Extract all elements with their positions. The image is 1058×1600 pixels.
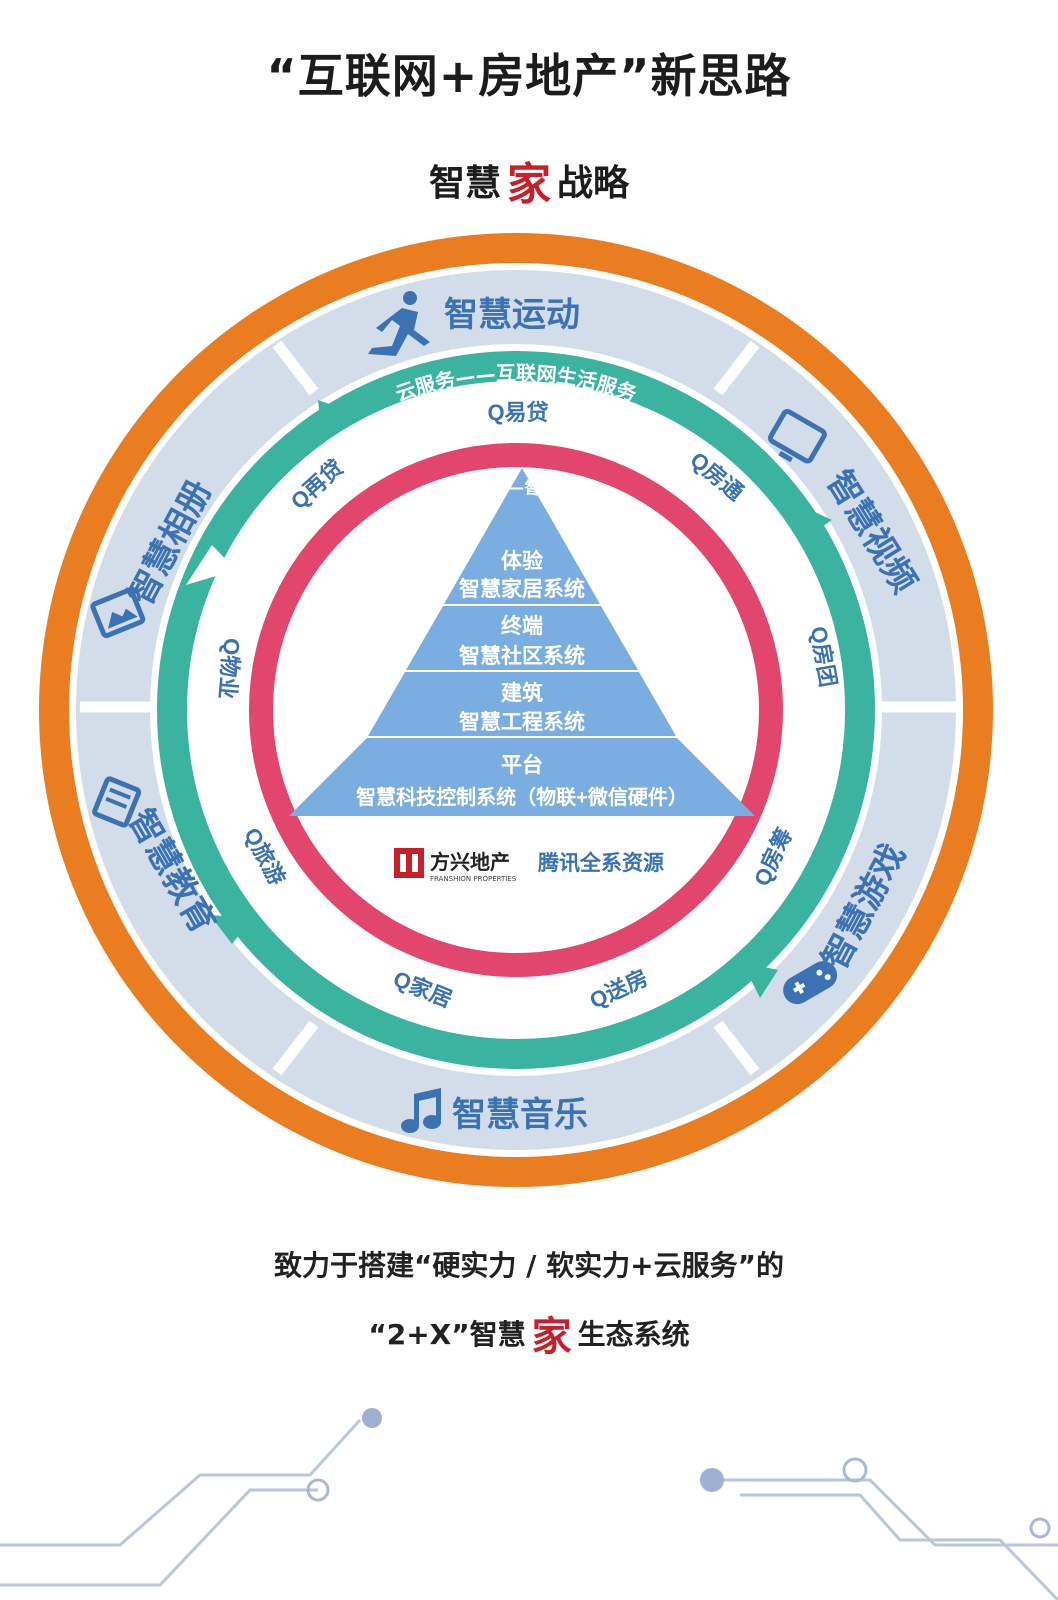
pyramid-tier-2 (406, 606, 638, 670)
photo-icon (90, 587, 146, 639)
ring-arrows (186, 400, 832, 998)
subtitle-prefix: 智慧 (428, 163, 501, 204)
logo-english: FRANSHION PROPERTIES (430, 875, 517, 883)
pyramid-tier-2-title: 终端 (501, 614, 543, 638)
logo-name: 方兴地产 (430, 850, 510, 874)
circuit-decoration (0, 1408, 1058, 1600)
book-icon (92, 776, 142, 828)
footer-suffix: 生态系统 (577, 1318, 690, 1351)
segment-music: 智慧音乐 (452, 1096, 588, 1134)
music-note-icon (401, 1088, 441, 1133)
strategy-subtitle: 智慧 家 战略 (0, 148, 1058, 212)
footer-line-1: 致力于搭建“硬实力 / 软实力+云服务”的 (274, 1249, 784, 1282)
franshion-logo: 方兴地产 FRANSHION PROPERTIES 腾讯全系资源 (394, 848, 664, 883)
partner-label: 腾讯全系资源 (538, 851, 664, 875)
pyramid-tier-4 (289, 738, 755, 816)
inner-ring (249, 443, 783, 977)
pyramid-tier-3 (368, 672, 676, 736)
pyramid-tier-1 (444, 468, 600, 604)
middle-ring (157, 351, 875, 1069)
runner-icon (368, 291, 430, 356)
footer-jia-mark: 家 (531, 1313, 572, 1360)
pyramid-tier-3-sub: 智慧工程系统 (459, 710, 585, 734)
jia-logo-mark: 家 (507, 159, 551, 210)
pyramid-tier-1-title: 体验 (501, 549, 543, 573)
pyramid-tier-1-sub: 智慧家居系统 (459, 577, 585, 601)
segment-sport: 智慧运动 (444, 296, 580, 334)
pyramid (289, 468, 755, 816)
footer-prefix: “2+X”智慧 (368, 1318, 526, 1351)
item-q-property: Q物业 (214, 637, 244, 700)
pyramid-tier-2-sub: 智慧社区系统 (459, 644, 585, 668)
pyramid-tier-4-sub: 智慧科技控制系统（物联+微信硬件） (356, 785, 688, 809)
pyramid-tier-4-title: 平台 (501, 753, 543, 777)
gamepad-icon (783, 961, 838, 1005)
band-separators (80, 340, 956, 1076)
footer-line-2: “2+X”智慧 家 生态系统 (0, 1304, 1058, 1362)
page-title: “互联网+房地产”新思路 (266, 49, 792, 103)
tv-icon (767, 408, 827, 464)
subtitle-suffix: 战略 (557, 163, 630, 204)
item-q-loan: Q易贷 (487, 400, 548, 425)
pyramid-tier-3-title: 建筑 (501, 681, 543, 705)
